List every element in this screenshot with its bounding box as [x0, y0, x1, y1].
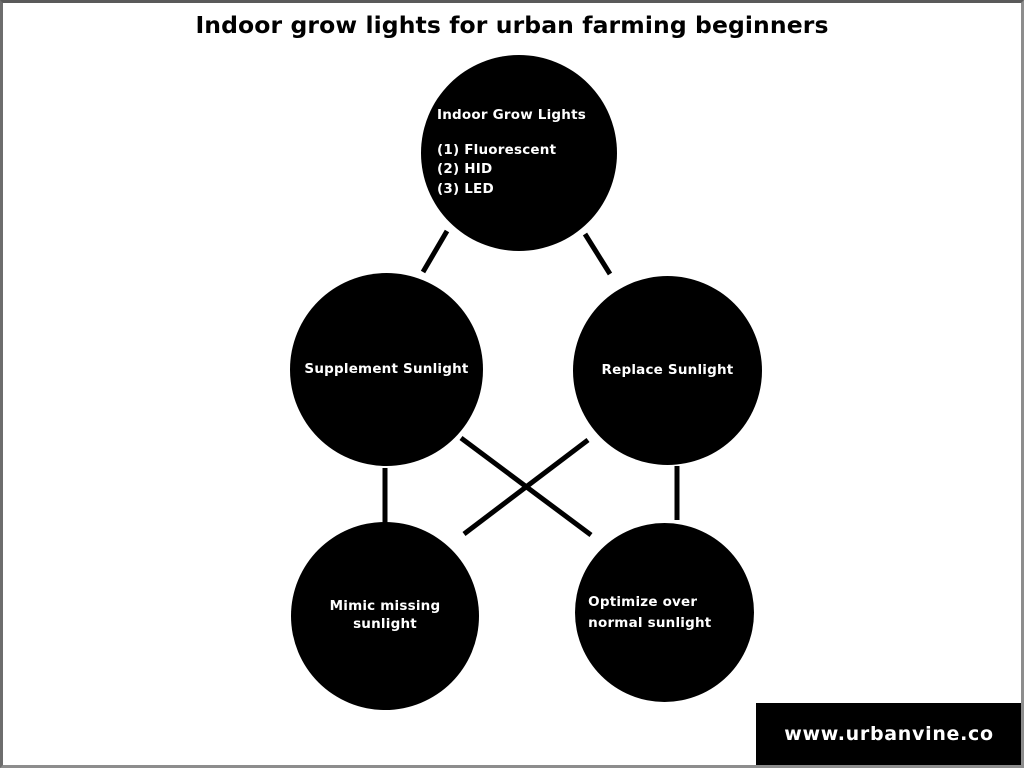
node-supplement-sunlight-label: Supplement Sunlight: [304, 360, 469, 377]
node-indoor-grow-lights-content: Indoor Grow Lights (1) Fluorescent (2) H…: [421, 107, 617, 199]
node-optimize-label-line1: Optimize over: [588, 594, 698, 611]
node-optimize-content: Optimize over normal sunlight: [576, 592, 753, 633]
node-replace-sunlight-label: Replace Sunlight: [601, 361, 734, 378]
edge-root-to-supplement: [420, 229, 450, 274]
watermark-bar: www.urbanvine.co: [756, 703, 1022, 765]
node-replace-sunlight[interactable]: Replace Sunlight: [573, 276, 762, 465]
node-indoor-grow-lights[interactable]: Indoor Grow Lights (1) Fluorescent (2) H…: [421, 55, 617, 251]
node-root-item-1: (1) Fluorescent: [437, 141, 557, 158]
node-mimic-missing-sunlight-label: Mimic missing sunlight: [329, 598, 441, 632]
node-optimize-over-normal-sunlight[interactable]: Optimize over normal sunlight: [575, 523, 754, 702]
node-optimize-label-line2: normal sunlight: [588, 614, 712, 631]
watermark-url: www.urbanvine.co: [784, 723, 994, 745]
node-root-item-3: (3) LED: [437, 180, 494, 197]
node-root-heading: Indoor Grow Lights: [437, 107, 586, 124]
node-supplement-sunlight[interactable]: Supplement Sunlight: [290, 273, 483, 466]
node-mimic-missing-sunlight[interactable]: Mimic missing sunlight: [291, 522, 479, 710]
node-root-item-2: (2) HID: [437, 161, 493, 178]
edge-replace-to-mimic: [462, 438, 590, 536]
edge-root-to-replace: [582, 232, 613, 276]
page-title: Indoor grow lights for urban farming beg…: [195, 11, 829, 39]
